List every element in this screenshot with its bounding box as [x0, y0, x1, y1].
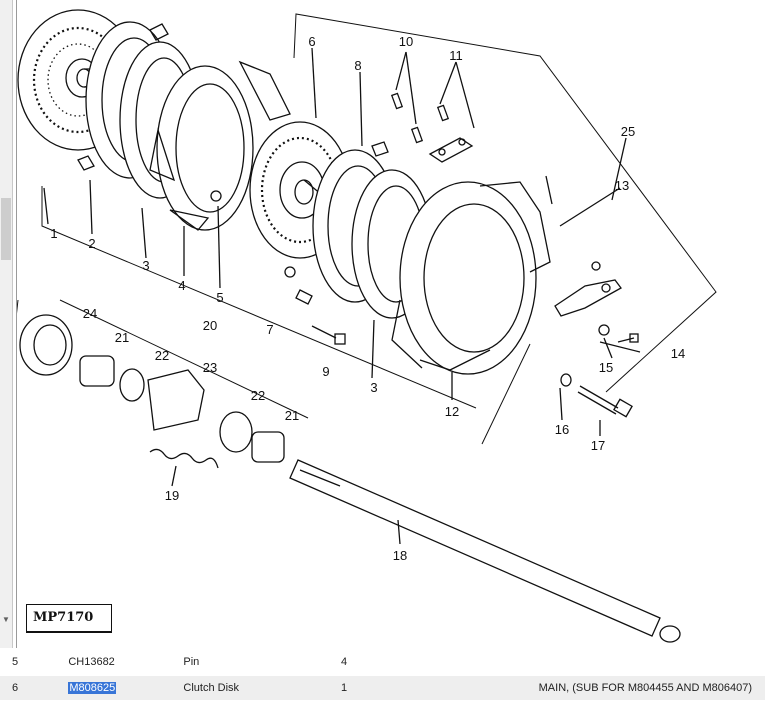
callout-5: 5 — [216, 290, 223, 305]
callout-1: 1 — [50, 226, 57, 241]
vertical-scrollbar[interactable]: ▼ — [0, 0, 13, 648]
callout-22-right: 22 — [251, 388, 265, 403]
callout-9: 9 — [322, 364, 329, 379]
selected-part-number[interactable]: M808625 — [68, 682, 117, 694]
scroll-down-arrow-icon[interactable]: ▼ — [2, 615, 10, 624]
callout-17: 17 — [591, 438, 605, 453]
exploded-parts-diagram: 1 2 3 4 5 6 7 8 9 10 11 12 13 14 15 16 1… — [17, 9, 717, 643]
shaft-part-18 — [289, 459, 681, 643]
callout-21: 21 — [115, 330, 129, 345]
callout-22: 22 — [155, 348, 169, 363]
callout-20: 20 — [203, 318, 217, 333]
description-cell: Clutch Disk — [183, 674, 341, 700]
ref-cell: 5 — [0, 650, 69, 675]
pressure-plate-part-4 — [149, 60, 291, 231]
callout-2: 2 — [88, 236, 95, 251]
bolt-part-15 — [598, 324, 639, 343]
callout-4: 4 — [178, 278, 185, 293]
callout-23: 23 — [203, 360, 217, 375]
callout-24: 24 — [83, 306, 97, 321]
scrollbar-thumb[interactable] — [1, 198, 11, 260]
callout-10: 10 — [399, 34, 413, 49]
pane-divider — [16, 0, 17, 648]
bolt-part-9 — [311, 325, 346, 345]
callout-16: 16 — [555, 422, 569, 437]
lever-part-13-14 — [545, 175, 622, 317]
callout-3: 3 — [142, 258, 149, 273]
quantity-cell: 1 — [340, 674, 388, 700]
callout-21-right: 21 — [285, 408, 299, 423]
callout-7: 7 — [266, 322, 273, 337]
callout-18: 18 — [393, 548, 407, 563]
remarks-cell: MAIN, (SUB FOR M804455 AND M806407) — [387, 674, 765, 700]
remarks-cell — [387, 650, 765, 675]
description-cell: Pin — [183, 650, 341, 675]
callout-15: 15 — [599, 360, 613, 375]
callout-3-right: 3 — [370, 380, 377, 395]
callout-8: 8 — [354, 58, 361, 73]
ref-cell: 6 — [0, 674, 69, 700]
callout-11: 11 — [449, 48, 463, 63]
clutch-cover-part-12 — [391, 181, 551, 375]
callout-12: 12 — [445, 404, 459, 419]
part-number-cell: M808625 — [68, 674, 184, 700]
washer-bolt-part-16-17 — [560, 373, 633, 418]
parts-table: 5 CH13682 Pin 4 6 M808625 Clutch Disk 1 … — [0, 650, 765, 700]
diagram-label: MP7170 — [26, 604, 112, 633]
table-row[interactable]: 5 CH13682 Pin 4 — [0, 650, 765, 675]
callout-25: 25 — [621, 124, 635, 139]
part-number-cell: CH13682 — [68, 650, 184, 675]
quantity-cell: 4 — [340, 650, 388, 675]
table-row[interactable]: 6 M808625 Clutch Disk 1 MAIN, (SUB FOR M… — [0, 674, 765, 700]
callout-19: 19 — [165, 488, 179, 503]
pins-part-10-11 — [390, 92, 474, 163]
callout-6: 6 — [308, 34, 315, 49]
callout-14: 14 — [671, 346, 685, 361]
callout-13: 13 — [615, 178, 629, 193]
bearing-part-24 — [19, 314, 73, 376]
